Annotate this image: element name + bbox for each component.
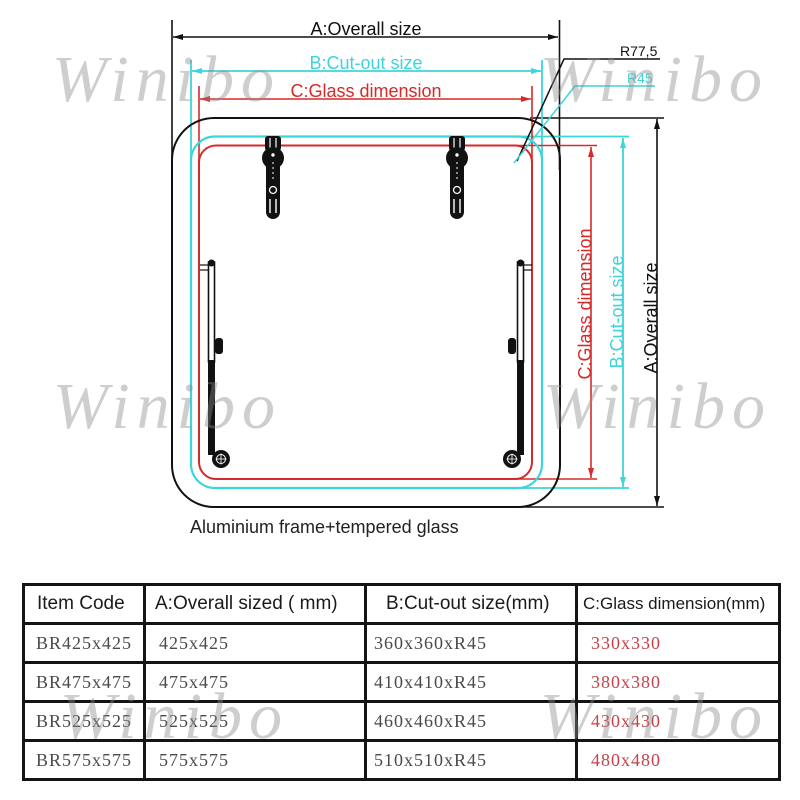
cell-glass-dimension: 430x430 bbox=[575, 700, 781, 742]
cutout-radius-label: R45 bbox=[627, 70, 653, 86]
outer-radius-leader bbox=[516, 58, 660, 162]
cell-glass-dimension: 330x330 bbox=[575, 622, 781, 664]
cell-overall-size: 425x425 bbox=[143, 622, 367, 664]
header-glass-dimension: C:Glass dimension(mm) bbox=[575, 583, 781, 625]
window-technical-drawing: A:Overall size A:Overall size B:Cut-out … bbox=[171, 19, 664, 508]
cell-overall-size: 575x575 bbox=[143, 739, 367, 781]
glass-outline bbox=[198, 144, 533, 480]
cell-glass-dimension: 380x380 bbox=[575, 661, 781, 703]
table-row: BR475x475 475x475 410x410xR45 380x380 bbox=[22, 661, 781, 703]
cutout-radius-leader bbox=[513, 85, 655, 164]
cell-cutout-size: 510x510xR45 bbox=[364, 739, 578, 781]
overall-size-label-side: A:Overall size bbox=[641, 262, 661, 373]
overall-size-label-top: A:Overall size bbox=[310, 19, 421, 39]
glass-dimension-label-top: C:Glass dimension bbox=[290, 81, 441, 101]
cell-overall-size: 525x525 bbox=[143, 700, 367, 742]
cell-cutout-size: 360x360xR45 bbox=[364, 622, 578, 664]
cell-item-code: BR525x525 bbox=[22, 700, 146, 742]
latch-handle-left-icon bbox=[262, 136, 284, 219]
cell-cutout-size: 410x410xR45 bbox=[364, 661, 578, 703]
table-header-row: Item Code A:Overall sized ( mm) B:Cut-ou… bbox=[22, 583, 781, 625]
cutout-size-label-top: B:Cut-out size bbox=[309, 53, 422, 73]
gas-strut-right-icon bbox=[503, 259, 532, 468]
table-row: BR575x575 575x575 510x510xR45 480x480 bbox=[22, 739, 781, 781]
size-spec-table: Item Code A:Overall sized ( mm) B:Cut-ou… bbox=[22, 583, 781, 781]
drawing-caption: Aluminium frame+tempered glass bbox=[190, 517, 459, 537]
header-overall-size: A:Overall sized ( mm) bbox=[143, 583, 367, 625]
cutout-size-dimension bbox=[190, 60, 629, 489]
glass-dimension-label-side: C:Glass dimension bbox=[575, 228, 595, 379]
cell-cutout-size: 460x460xR45 bbox=[364, 700, 578, 742]
latch-handle-right-icon bbox=[446, 136, 468, 219]
table-row: BR525x525 525x525 460x460xR45 430x430 bbox=[22, 700, 781, 742]
cell-item-code: BR575x575 bbox=[22, 739, 146, 781]
header-item-code: Item Code bbox=[22, 583, 146, 625]
overall-size-dimension bbox=[171, 20, 664, 508]
cell-overall-size: 475x475 bbox=[143, 661, 367, 703]
outer-frame-outline bbox=[171, 117, 561, 508]
cutout-size-label-side: B:Cut-out size bbox=[607, 255, 627, 368]
header-cutout-size: B:Cut-out size(mm) bbox=[364, 583, 578, 625]
cell-glass-dimension: 480x480 bbox=[575, 739, 781, 781]
cutout-outline bbox=[189, 135, 544, 490]
table-row: BR425x425 425x425 360x360xR45 330x330 bbox=[22, 622, 781, 664]
cell-item-code: BR425x425 bbox=[22, 622, 146, 664]
gas-strut-left-icon bbox=[200, 259, 230, 468]
cell-item-code: BR475x475 bbox=[22, 661, 146, 703]
outer-radius-label: R77,5 bbox=[620, 43, 658, 59]
